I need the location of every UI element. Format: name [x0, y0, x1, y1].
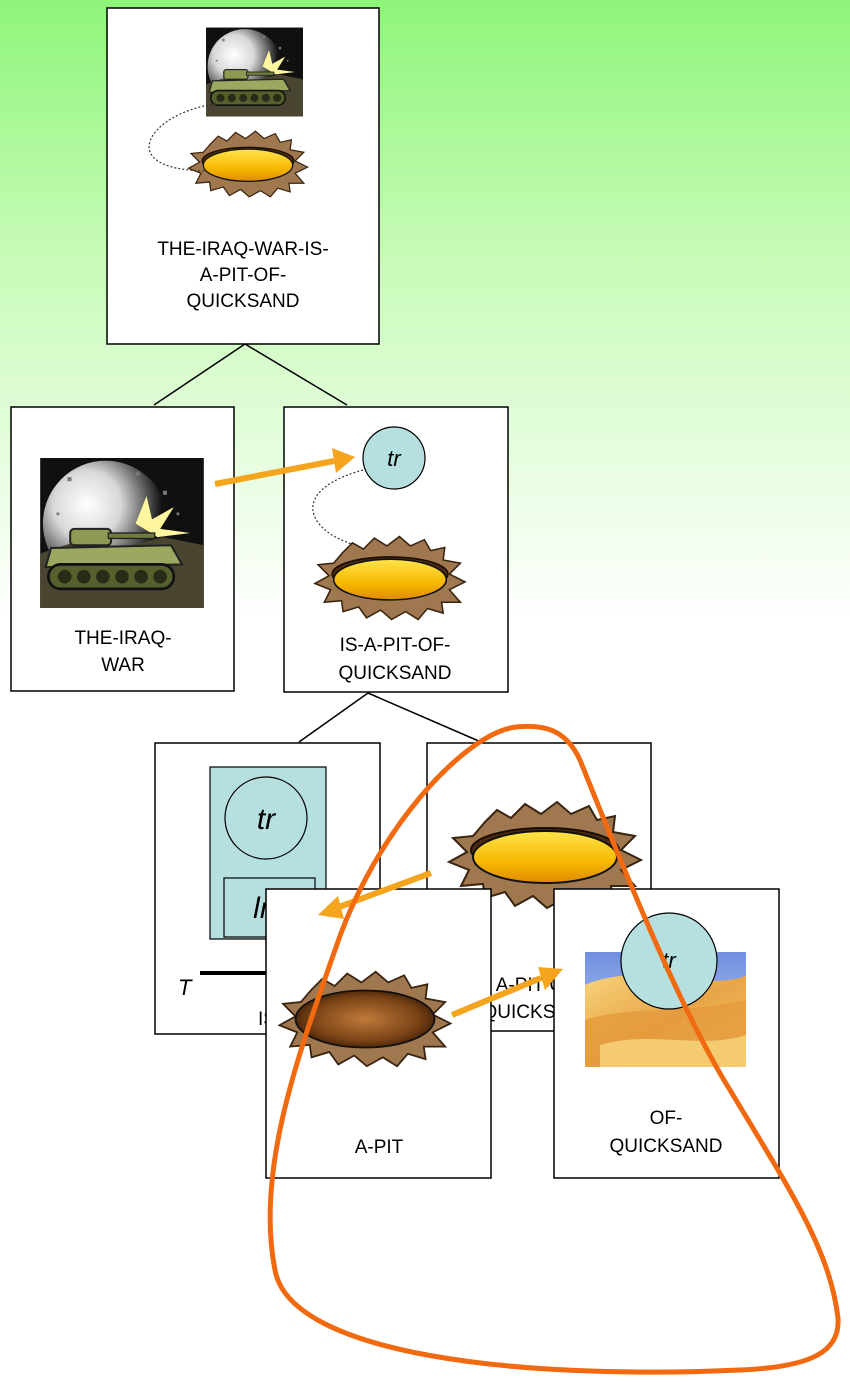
edge-mid-left [298, 692, 369, 743]
edge-mid-right [367, 692, 482, 743]
node-ofq-label-2: QUICKSAND [610, 1136, 723, 1157]
node-iraq-war-label-1: THE-IRAQ- [74, 628, 171, 649]
node-of-quicksand: tr OF- QUICKSAND [553, 888, 780, 1179]
node-iraq-war-label-2: WAR [101, 655, 145, 676]
trajector-circle [620, 912, 718, 1010]
trajector-label: tr [257, 803, 276, 836]
node-root-label-1: THE-IRAQ-WAR-IS- [157, 239, 328, 260]
trajector-label: tr [387, 446, 402, 471]
tank-image [38, 458, 206, 608]
trajector-circle [224, 776, 308, 860]
arrow-war-to-tr [214, 448, 355, 487]
edge-root-left [153, 343, 246, 406]
arrow-pit-to-sand-tr [450, 967, 563, 1018]
time-label: T [178, 975, 193, 1000]
node-ispit-label-1: IS-A-PIT-OF- [340, 635, 451, 656]
node-ofq-label-1: OF- [650, 1108, 683, 1129]
trajector-circle [362, 426, 426, 490]
node-root-label-2: A-PIT-OF- [200, 265, 287, 286]
highlight-loop [267, 723, 841, 1375]
node-iraq-war: THE-IRAQ- WAR [10, 406, 235, 692]
node-is-a-pit-of-quicksand: tr IS-A-PIT-OF- QUICKSAND [283, 406, 509, 693]
node-a-pit: A-PIT [265, 888, 492, 1179]
node-ispit-label-2: QUICKSAND [339, 663, 452, 684]
node-root: THE-IRAQ-WAR-IS- A-PIT-OF- QUICKSAND [106, 7, 380, 345]
node-root-label-3: QUICKSAND [187, 291, 300, 312]
edge-root-right [244, 343, 348, 406]
tank-image [206, 26, 303, 118]
dotted-link [148, 103, 217, 172]
node-a-pit-label: A-PIT [355, 1137, 404, 1158]
dotted-link [312, 469, 364, 546]
